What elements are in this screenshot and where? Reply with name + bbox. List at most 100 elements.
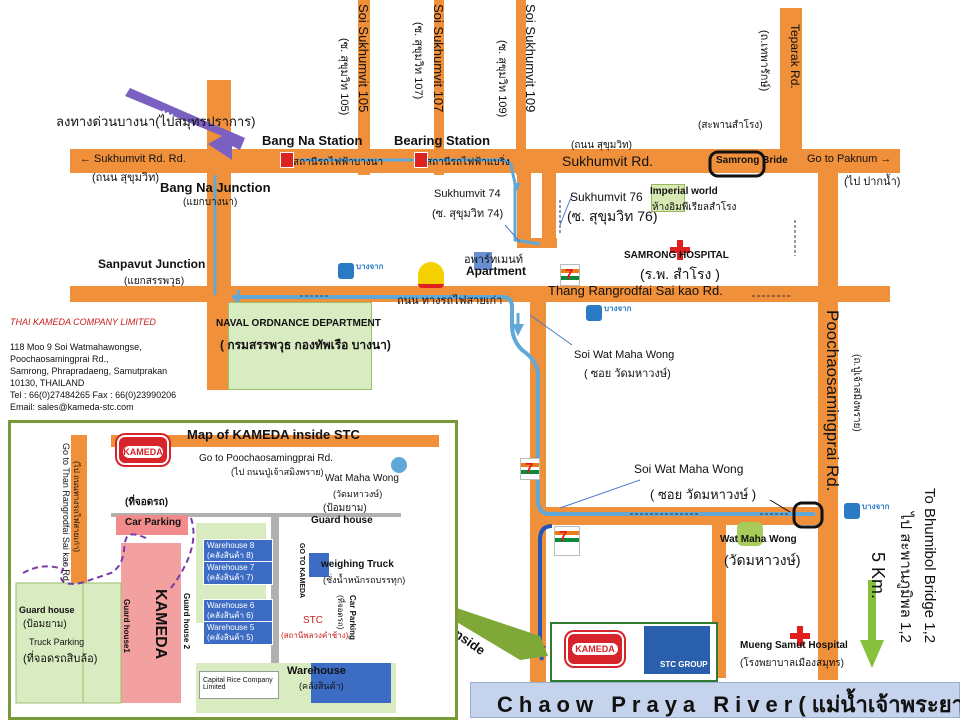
inset-go-kameda: GO TO KAMEDA	[298, 543, 305, 599]
inset-weighing: weighing Truck	[321, 559, 394, 570]
sanpavut-th: (แยกสรรพวุธ)	[124, 276, 185, 287]
apartment-label: Apartment	[466, 264, 527, 278]
inset-warehouse: Warehouse	[287, 665, 346, 677]
inset-left-road-th: (ไป ถนนทางรถไฟสายเก่า)	[72, 461, 81, 553]
company-line: 118 Moo 9 Soi Watmahawongse,	[10, 342, 142, 352]
inset-guard: Guard house	[311, 515, 373, 526]
temple-icon	[737, 522, 763, 546]
bhumibol-th: ไป สะพานภูมิพล 1,2	[897, 512, 914, 643]
kameda-logo: KAMEDA	[566, 632, 624, 666]
soi105-label: Soi Sukhumvit 105	[356, 4, 371, 113]
naval-th: ( กรมสรรพวุธ กองทัพเรือ บางนา)	[220, 338, 391, 352]
bearing-station-th: สถานีรถไฟฟ้าแบริ่ง	[426, 157, 510, 168]
warehouse-8: Warehouse 8(คลังสินค้า 8)	[203, 539, 273, 563]
soi-maha-2-label: Soi Wat Maha Wong	[634, 462, 744, 476]
company-line: 10130, THAILAND	[10, 378, 85, 388]
bhumibol-label: To Bhumibol Bridge 1,2	[921, 488, 938, 644]
wat-maha-th: (วัดมหาวงษ์)	[724, 552, 801, 568]
stc-logo-text: STC GROUP	[660, 660, 708, 669]
company-line: Samrong, Phrapradaeng, Samutprakan	[10, 366, 168, 376]
inset-kameda-big: KAMEDA	[152, 589, 169, 660]
inset-car-parking: Car Parking	[125, 517, 182, 528]
distance-label: 5 Km.	[868, 552, 888, 600]
river-label: Chaow Praya River( แม่น้ำเจ้าพระยา)	[497, 692, 960, 717]
sukhumvit76-th: (ซ. สุขุมวิท 76)	[567, 208, 658, 224]
expressway-th-label: ลงทางด่วนบางนา(ไปสมุทรปราการ)	[56, 114, 256, 129]
inset-weighing-th: (ชั่งน้ำหนักรถบรรทุก)	[323, 575, 406, 585]
soi107-label: Soi Sukhumvit 107	[431, 4, 446, 113]
inset-warehouse-th: (คลังสินค้า)	[299, 681, 344, 691]
sukhumvit76-label: Sukhumvit 76	[570, 190, 643, 204]
bangna-junction-th: (แยกบางนา)	[183, 197, 238, 208]
bangna-station-th: สถานีรถไฟฟ้าบางนา	[293, 157, 384, 168]
inset-map: KAMEDA Map of KAMEDA inside STC Go to Po…	[8, 420, 458, 720]
poochao-th: (ถ.ปู่เจ้าสมิงพราย)	[851, 354, 862, 432]
hospital-icon	[670, 240, 690, 260]
sukhumvit-center-th: (ถนน สุขุมวิท)	[571, 140, 632, 151]
company-line: Email: sales@kameda-stc.com	[10, 402, 134, 412]
shell-icon	[418, 262, 444, 288]
soi109-label: Soi Sukhumvit 109	[523, 4, 538, 113]
sukhumvit74-label: Sukhumvit 74	[434, 188, 501, 200]
apartment-icon	[474, 252, 492, 270]
inset-car-parking-v: Car Parking	[348, 595, 357, 640]
company-line: Poochaosamingprai Rd.,	[10, 354, 109, 364]
bangjak-icon: บางจาก	[338, 262, 388, 282]
sukhumvit-left-th: (ถนน สุขุมวิท)	[92, 172, 159, 184]
samrong-bridge-label: Samrong Bride	[716, 155, 788, 166]
kameda-logo: KAMEDA	[117, 435, 169, 465]
seven-eleven-icon: 7	[520, 458, 540, 480]
inset-stc-th: (สถานีพลวงคำช้าง)	[281, 631, 349, 640]
bts-icon	[280, 152, 294, 168]
hospital-icon	[790, 626, 810, 646]
samrong-hospital-th: (ร.พ. สำโรง )	[640, 266, 720, 282]
warehouse-7: Warehouse 7(คลังสินค้า 7)	[203, 561, 273, 585]
sukhumvit-center-label: Sukhumvit Rd.	[562, 153, 654, 169]
inset-goto-th: (ไป ถนนปู่เจ้าสมิงพราย)	[231, 467, 324, 477]
stc-logo	[644, 626, 710, 674]
soi109-th: (ซ. สุขุมวิท 109)	[496, 40, 508, 118]
warehouse-6: Warehouse 6(คลังสินค้า 6)	[203, 599, 273, 623]
sukhumvit74-th: (ซ. สุขุมวิท 74)	[432, 208, 504, 220]
naval-label: NAVAL ORDNANCE DEPARTMENT	[216, 318, 381, 329]
samrong-hospital-label: SAMRONG HOSPITAL	[624, 250, 729, 261]
teparak-label: Teparak Rd.	[788, 24, 802, 89]
go-paknum-label: Go to Paknum →	[807, 153, 892, 165]
inset-guard-left: Guard house	[19, 605, 75, 615]
inset-wat-th: (วัดมหาวงษ์)	[333, 489, 383, 499]
river-bar	[470, 682, 960, 718]
inset-guard2: Guard house 2	[182, 593, 191, 650]
bangjak-icon: บางจาก	[844, 502, 894, 522]
bts-icon	[414, 152, 428, 168]
inset-parking-th: (ที่จอดรถ)	[125, 497, 169, 508]
soi-maha-1-th: ( ซอย วัดมหาวงษ์)	[584, 368, 671, 380]
soi74-road	[517, 173, 531, 245]
apartment-th: อพาร์ทเมนท์	[464, 254, 523, 266]
imperial-th: ห้างอิมพีเรียลสำโรง	[652, 202, 737, 213]
bangna-junction-label: Bang Na Junction	[160, 180, 271, 195]
soi105-th: (ซ. สุขุมวิท 105)	[338, 38, 350, 116]
mueng-samut-label: Mueng Samut Hospital	[740, 640, 848, 651]
inset-wat: Wat Maha Wong	[325, 473, 399, 484]
bangjak-icon: บางจาก	[586, 304, 636, 324]
thang-rangrodfai-label: Thang Rangrodfai Sai kao Rd.	[548, 283, 723, 298]
inset-stc: STC	[303, 615, 323, 626]
imperial-label: Imperial world	[650, 186, 718, 197]
inset-guard-th: (ป้อมยาม)	[323, 503, 367, 514]
inset-truck-parking: Truck Parking	[29, 637, 85, 647]
imperial-building-icon	[651, 184, 685, 212]
inset-title: Map of KAMEDA inside STC	[187, 427, 360, 442]
inset-car-parking-v-th: (ที่จอดรถ)	[336, 595, 345, 630]
rail-road-th: ถนน ทางรถไฟสายเก่า	[397, 295, 503, 307]
sukhumvit-left-label: ← Sukhumvit Rd. Rd.	[80, 153, 186, 165]
poochao-label: Poochaosamingprai Rd.	[823, 310, 842, 492]
soi107-road	[434, 0, 444, 175]
sanpavut-label: Sanpavut Junction	[98, 257, 206, 271]
paknum-th: (ไป ปากน้ำ)	[844, 176, 901, 188]
seven-eleven-icon: 7	[554, 526, 580, 556]
soi107-th: (ซ. สุขุมวิท 107)	[412, 22, 424, 100]
mueng-samut-th: (โรงพยาบาลเมืองสมุทร)	[740, 658, 844, 669]
soi109-road	[516, 0, 526, 175]
warehouse-5: Warehouse 5(คลังสินค้า 5)	[203, 621, 273, 645]
company-line: Tel : 66(0)27484265 Fax : 66(0)23990206	[10, 390, 177, 400]
